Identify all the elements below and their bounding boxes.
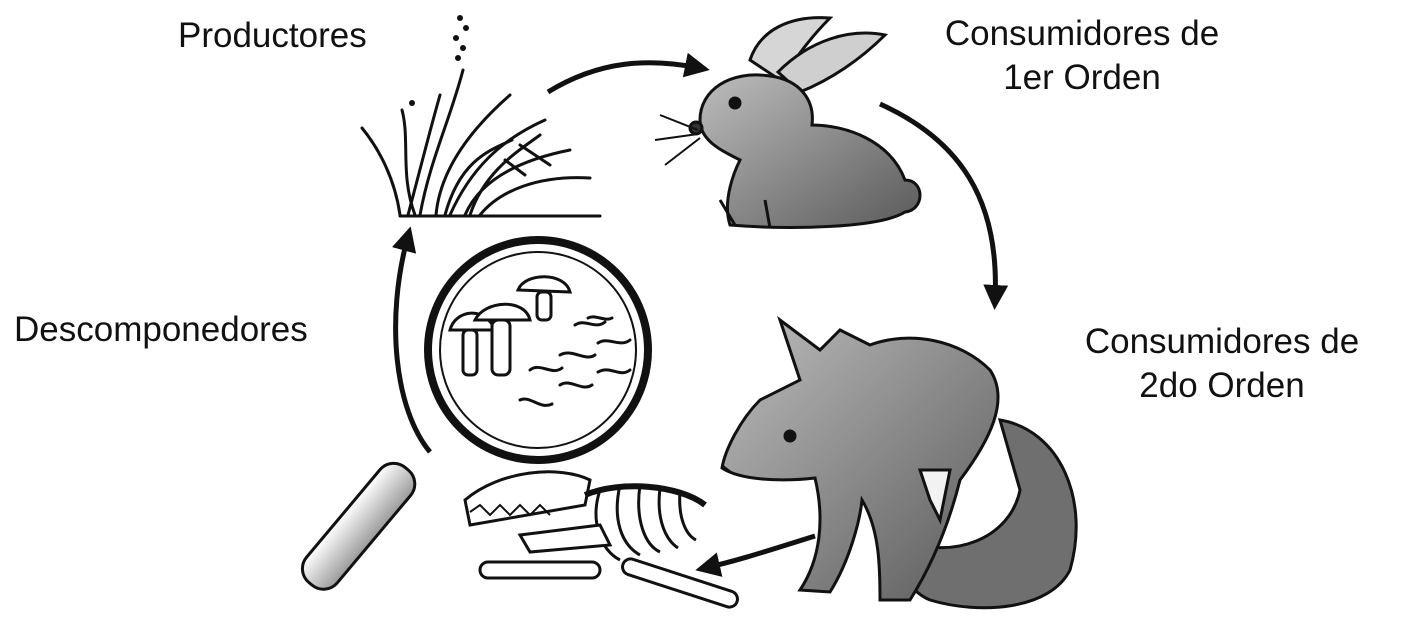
fox-illustration (722, 320, 1076, 608)
rabbit-illustration (655, 18, 920, 228)
label-c2-line1: Consumidores de (1052, 320, 1392, 364)
label-descomponedores: Descomponedores (14, 308, 308, 352)
label-consumidores-primer-orden: Consumidores de 1er Orden (902, 12, 1262, 100)
label-productores: Productores (178, 14, 367, 58)
arrow-producers-to-rabbit (548, 63, 700, 92)
label-consumidores-segundo-orden: Consumidores de 2do Orden (1052, 320, 1392, 408)
label-c1-line1: Consumidores de (902, 12, 1262, 56)
label-c1-line2: 1er Orden (902, 56, 1262, 100)
arrow-fox-to-skeleton (705, 536, 815, 568)
label-c2-line2: 2do Orden (1052, 364, 1392, 408)
skeleton-illustration (465, 472, 740, 609)
seed-dots (409, 15, 469, 106)
grass-illustration (362, 70, 600, 216)
